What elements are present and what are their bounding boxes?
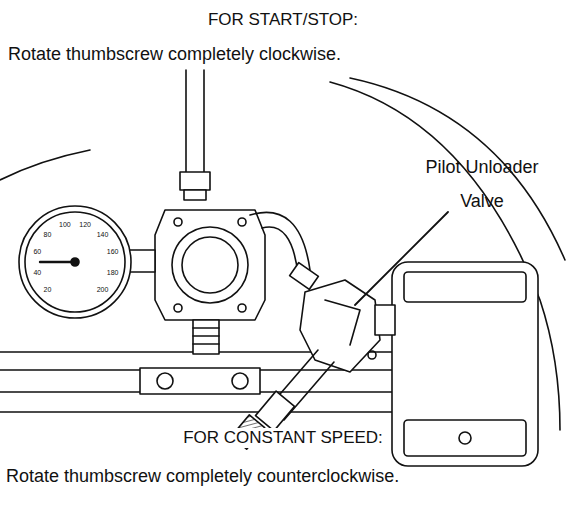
valve-vent bbox=[368, 351, 376, 359]
valve-port bbox=[375, 305, 395, 335]
gauge-number: 100 bbox=[59, 221, 71, 228]
screw bbox=[174, 304, 182, 312]
tube-nut bbox=[180, 172, 210, 190]
screw bbox=[238, 218, 246, 226]
gauge-number: 180 bbox=[107, 269, 119, 276]
gauge-number: 80 bbox=[44, 231, 52, 238]
pipe-thread bbox=[193, 328, 219, 344]
gauge-number: 60 bbox=[33, 248, 41, 255]
gauge-stem bbox=[128, 250, 155, 272]
gauge-number: 40 bbox=[33, 269, 41, 276]
manifold-port bbox=[172, 227, 248, 303]
screw bbox=[174, 218, 182, 226]
switch-cover-bottom bbox=[404, 420, 526, 456]
pilot-unloader-valve bbox=[300, 280, 380, 372]
tank-arc bbox=[0, 150, 90, 180]
cover-screw bbox=[459, 432, 471, 444]
leader-line bbox=[355, 212, 448, 305]
gauge-bezel bbox=[25, 212, 125, 312]
valve-facet bbox=[325, 300, 360, 345]
screw bbox=[238, 304, 246, 312]
tank-arc bbox=[350, 78, 565, 260]
manifold-body bbox=[155, 210, 265, 320]
instruction-heading: FOR START/STOP: bbox=[208, 10, 358, 30]
instruction-text: Rotate thumbscrew completely clockwise. bbox=[8, 44, 341, 65]
air-tube bbox=[186, 70, 204, 172]
pressure-gauge bbox=[19, 206, 131, 318]
mount-bracket bbox=[140, 368, 260, 394]
gauge-hub bbox=[71, 258, 79, 266]
gauge-number: 200 bbox=[97, 286, 109, 293]
instruction-heading: FOR CONSTANT SPEED: bbox=[181, 428, 385, 448]
gauge-number: 120 bbox=[79, 221, 91, 228]
manifold-port bbox=[182, 237, 238, 293]
tube-fitting bbox=[184, 190, 206, 200]
part-name: Pilot Unloader Valve bbox=[412, 150, 552, 218]
hex-bolt bbox=[157, 373, 173, 389]
hex-bolt bbox=[232, 373, 248, 389]
gauge-number: 160 bbox=[107, 248, 119, 255]
gauge-needle bbox=[40, 261, 75, 263]
switch-cover-top bbox=[404, 272, 526, 302]
pressure-switch bbox=[392, 262, 538, 466]
gauge-number: 20 bbox=[44, 286, 52, 293]
pipe-nipple bbox=[193, 320, 219, 354]
gauge-number: 140 bbox=[97, 231, 109, 238]
tube-nut bbox=[290, 263, 319, 290]
instruction-text: Rotate thumbscrew completely countercloc… bbox=[6, 466, 399, 487]
